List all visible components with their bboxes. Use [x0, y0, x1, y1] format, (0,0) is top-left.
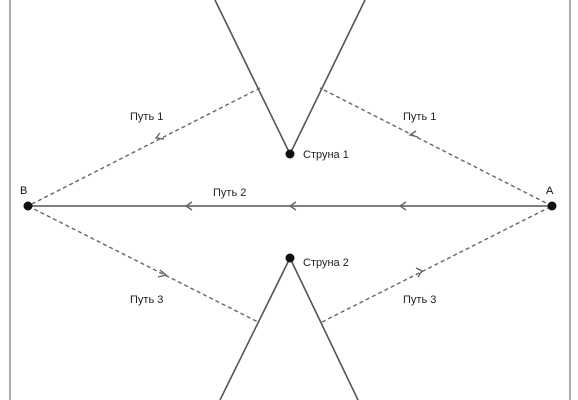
point-a	[547, 201, 557, 211]
string2-point	[285, 253, 295, 263]
string2-wire	[219, 256, 359, 400]
string1-wire	[214, 0, 366, 156]
point-a-label: A	[546, 185, 554, 197]
path1-lines	[27, 87, 553, 207]
path2-arrow-3	[184, 201, 193, 211]
string1-point	[285, 149, 295, 159]
path1-right-arrow	[408, 130, 419, 138]
path1-right-label: Путь 1	[403, 111, 436, 123]
path3-right-segment	[321, 205, 553, 323]
path2-arrow-1	[398, 201, 407, 211]
path2-arrow-2	[288, 201, 297, 211]
point-b-label: B	[20, 185, 27, 197]
path2-arrows	[184, 201, 407, 211]
path3-left-label: Путь 3	[130, 294, 163, 306]
path3-left-arrow	[157, 269, 168, 278]
path1-left-segment	[27, 87, 261, 207]
path3-lines	[27, 205, 553, 323]
path2-label: Путь 2	[213, 187, 246, 199]
path3-left-segment	[27, 205, 259, 323]
path3-right-arrow	[415, 267, 424, 278]
string2-label: Струна 2	[303, 257, 349, 269]
path1-left-label: Путь 1	[130, 111, 163, 123]
path1-left-arrow	[154, 132, 165, 140]
path3-arrows	[157, 267, 424, 278]
string1-label: Струна 1	[303, 149, 349, 161]
path1-arrows	[154, 130, 419, 140]
path3-right-label: Путь 3	[403, 294, 436, 306]
path1-right-segment	[319, 87, 553, 207]
point-b	[23, 201, 33, 211]
